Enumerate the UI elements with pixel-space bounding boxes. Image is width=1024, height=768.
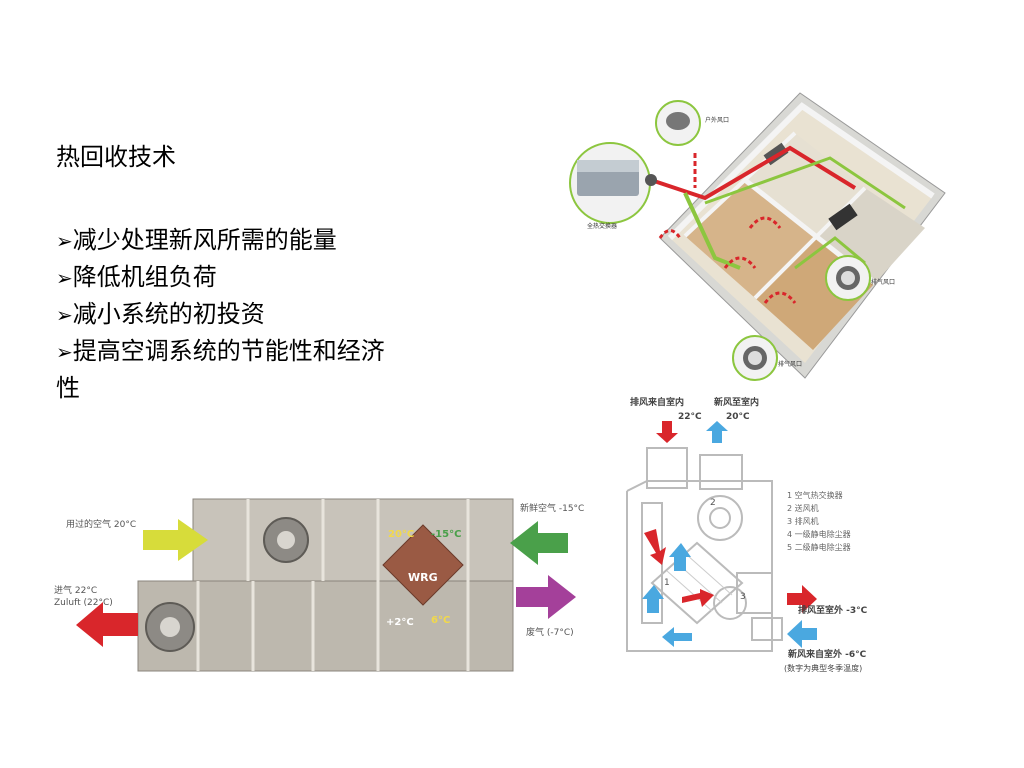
section-label: 新风来自室外 -6°C [788, 648, 867, 660]
ahu-label: 废气 (-7°C) [526, 626, 574, 638]
outdoor-air-label: 户外风口 [705, 116, 729, 124]
temp-label: -15°C [431, 529, 461, 540]
temp-label: +2°C [386, 617, 414, 628]
legend-item: 3 排风机 [787, 516, 819, 526]
ahu-label: Zuluft (22°C) [54, 598, 113, 608]
legend-item: 5 二级静电除尘器 [787, 542, 851, 552]
part-number: 2 [710, 498, 716, 508]
legend-item: 4 一级静电除尘器 [787, 529, 851, 539]
section-note: (数字为典型冬季温度) [784, 663, 862, 673]
bullet-marker: ➢ [56, 303, 73, 327]
exhaust-label: 排气风口 [871, 278, 895, 286]
part-number: 1 [664, 578, 670, 588]
section-label: 排风来自室内 [630, 396, 684, 408]
temp-label: 20°C [388, 529, 414, 540]
bullet-item: ➢减少处理新风所需的能量 [56, 226, 337, 254]
slide-title: 热回收技术 [56, 143, 176, 171]
heat-exchanger-section-diagram: 排风来自室内 22°C 新风至室内 20°C 1 2 3 1 空气热交换器 2 … [622, 393, 902, 678]
section-label: 新风至室内 [714, 396, 759, 408]
wrg-label: WRG [408, 571, 438, 584]
ahu-label: 新鲜空气 -15°C [520, 502, 584, 514]
bullet-item: ➢提高空调系统的节能性和经济性 [56, 337, 385, 402]
exhaust-label: 排气风口 [778, 360, 802, 368]
section-label: 22°C [678, 412, 702, 422]
house-ventilation-illustration: 全热交换器 户外风口 排气风口 排气风口 [565, 88, 950, 383]
bullet-marker: ➢ [56, 340, 73, 364]
bullet-marker: ➢ [56, 266, 73, 290]
ahu-heat-recovery-illustration: WRG 20°C -15°C +2°C 6°C 用过的空气 20°C 进气 22… [48, 495, 616, 675]
bullet-item: ➢降低机组负荷 [56, 263, 217, 291]
ahu-label: 用过的空气 20°C [66, 518, 136, 530]
bullet-marker: ➢ [56, 229, 73, 253]
section-label: 排风至室外 -3°C [798, 604, 868, 616]
section-label: 20°C [726, 412, 750, 422]
bullet-item: ➢减小系统的初投资 [56, 300, 265, 328]
ahu-label: 进气 22°C [54, 584, 97, 596]
legend-item: 2 送风机 [787, 503, 819, 513]
bullet-list: ➢减少处理新风所需的能量 ➢降低机组负荷 ➢减小系统的初投资 ➢提高空调系统的节… [56, 222, 396, 406]
legend-item: 1 空气热交换器 [787, 490, 843, 500]
temp-label: 6°C [431, 615, 450, 626]
part-number: 3 [740, 592, 746, 602]
unit-label: 全热交换器 [587, 222, 617, 230]
